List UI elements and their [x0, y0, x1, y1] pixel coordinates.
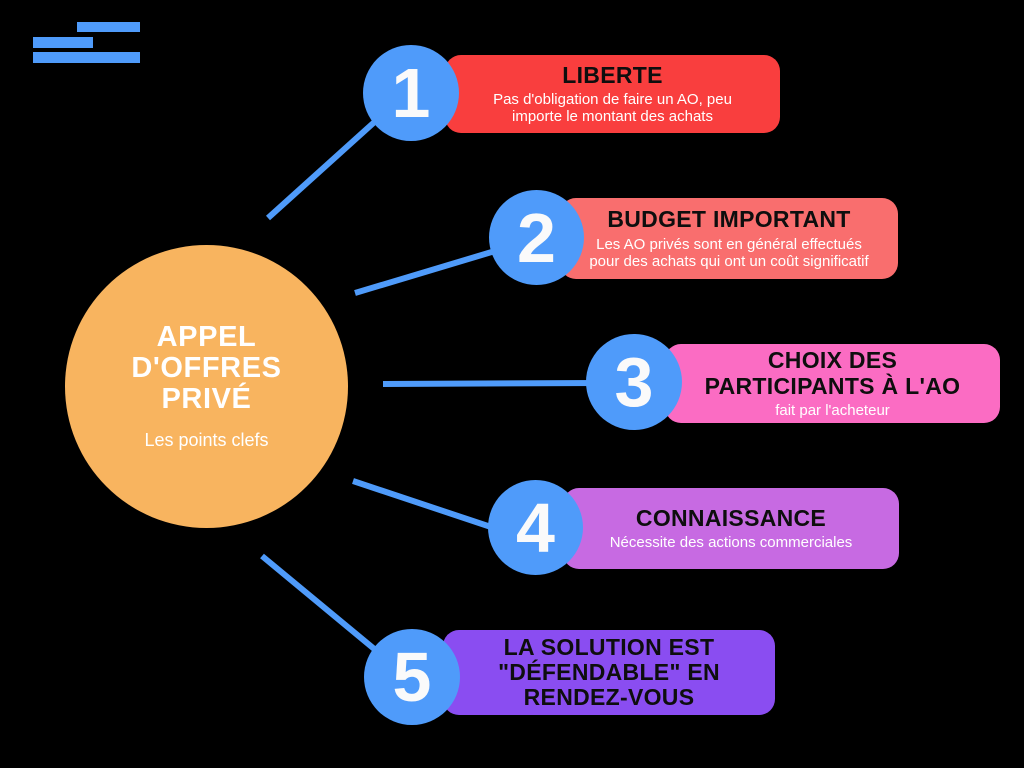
key-point-title: LIBERTE: [562, 61, 663, 88]
key-point-number: 2: [517, 198, 556, 277]
key-point-body: fait par l'acheteur: [775, 401, 890, 419]
key-point-card: BUDGET IMPORTANT Les AO privés sont en g…: [560, 198, 898, 279]
key-point-title: BUDGET IMPORTANT: [607, 206, 851, 233]
central-topic-subtitle: Les points clefs: [144, 430, 269, 450]
central-topic-circle: APPEL D'OFFRES PRIVÉ Les points clefs: [65, 245, 348, 528]
key-point-body: Pas d'obligation de faire un AO, peu imp…: [493, 91, 732, 126]
key-point-body: Les AO privés sont en général effectués …: [589, 235, 869, 270]
key-point-number-badge: 4: [488, 480, 583, 575]
key-point-card: CHOIX DES PARTICIPANTS À L'AO fait par l…: [665, 344, 1000, 423]
connector-line-2: [354, 245, 506, 296]
key-point-number-badge: 1: [363, 45, 459, 141]
key-point-card: LIBERTE Pas d'obligation de faire un AO,…: [445, 55, 780, 133]
connector-line-5: [260, 553, 392, 665]
logo-bar-icon: [33, 52, 140, 63]
logo-bar-icon: [33, 37, 93, 48]
central-topic-title: APPEL D'OFFRES PRIVÉ: [131, 321, 282, 415]
key-point-number: 5: [392, 638, 432, 716]
connector-line-3: [382, 380, 601, 387]
key-point-title: LA SOLUTION EST "DÉFENDABLE" EN RENDEZ-V…: [498, 633, 720, 711]
key-point-card: LA SOLUTION EST "DÉFENDABLE" EN RENDEZ-V…: [443, 630, 775, 715]
key-point-number-badge: 3: [586, 334, 682, 430]
key-point-title: CONNAISSANCE: [635, 504, 827, 531]
logo-bar-icon: [77, 22, 140, 32]
key-point-title: CHOIX DES PARTICIPANTS À L'AO: [704, 347, 961, 399]
key-point-number-badge: 2: [489, 190, 584, 285]
key-point-number-badge: 5: [364, 629, 460, 725]
key-point-body: Nécessite des actions commerciales: [609, 534, 853, 552]
key-point-card: CONNAISSANCE Nécessite des actions comme…: [563, 488, 899, 569]
key-point-number: 4: [516, 488, 555, 567]
key-point-number: 1: [391, 54, 431, 132]
key-point-number: 3: [614, 343, 654, 421]
connector-line-4: [352, 478, 501, 533]
